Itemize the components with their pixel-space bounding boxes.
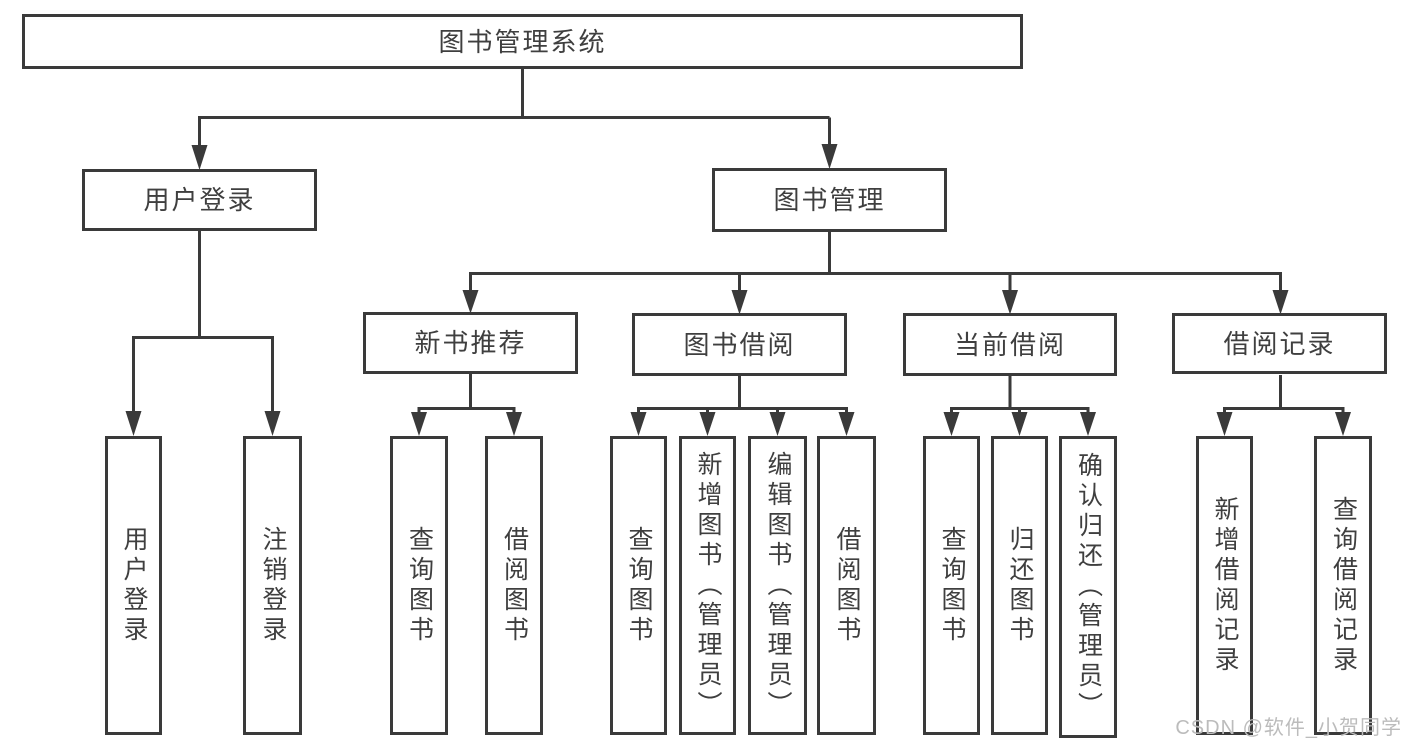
watermark: CSDN @软件_小贺同学 (1175, 717, 1402, 739)
connector-userlogin-to-leaves (132, 231, 274, 414)
arrowheads-borrowrecords-leaves (1216, 412, 1351, 436)
node-current-borrowing: 当前借阅 (903, 313, 1117, 376)
node-book-borrowing: 图书借阅 (632, 313, 847, 376)
leaf-borrowing-edit-books: 编辑图书（管理员） (748, 436, 807, 735)
leaf-newbook-query-books: 查询图书 (390, 436, 448, 735)
arrowheads-currentborrow-leaves (943, 412, 1096, 436)
node-borrowing-records: 借阅记录 (1172, 313, 1387, 374)
leaf-user-login: 用户登录 (105, 436, 162, 735)
node-user-login: 用户登录 (82, 169, 317, 231)
connector-bookmgmt-to-level3 (469, 232, 1282, 292)
connector-currentborrow-to-leaves (950, 376, 1090, 416)
arrowheads-level2 (191, 144, 838, 170)
leaf-logout: 注销登录 (243, 436, 302, 735)
connector-bookborrow-to-leaves (637, 376, 848, 416)
leaf-current-return-books: 归还图书 (991, 436, 1048, 735)
node-new-book-recommend: 新书推荐 (363, 312, 578, 374)
arrowheads-bookborrow-leaves (630, 412, 855, 436)
leaf-borrowing-add-books: 新增图书（管理员） (679, 436, 736, 735)
arrowheads-level3 (462, 290, 1289, 315)
leaf-current-query-books: 查询图书 (923, 436, 980, 735)
connector-root-to-level2 (198, 69, 831, 150)
leaf-records-add-record: 新增借阅记录 (1196, 436, 1253, 735)
leaf-borrowing-query-books: 查询图书 (610, 436, 667, 735)
connector-borrowrecords-to-leaves (1223, 375, 1345, 416)
node-book-management: 图书管理 (712, 168, 947, 232)
leaf-current-confirm-return: 确认归还（管理员） (1059, 436, 1117, 738)
leaf-borrowing-borrow-books: 借阅图书 (817, 436, 876, 735)
connector-newbook-to-leaves (417, 374, 516, 416)
leaf-records-query-record: 查询借阅记录 (1314, 436, 1372, 735)
node-root: 图书管理系统 (22, 14, 1023, 69)
arrowheads-newbook-leaves (411, 412, 522, 436)
leaf-newbook-borrow-books: 借阅图书 (485, 436, 543, 735)
arrowheads-userlogin-leaves (125, 411, 281, 436)
